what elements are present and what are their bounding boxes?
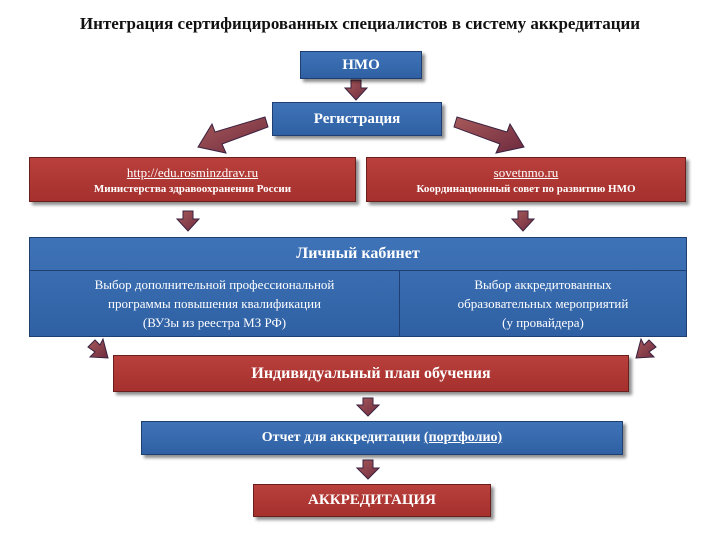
arrow-cabinet-right-to-plan <box>635 337 657 359</box>
report-label: Отчет для аккредитации <box>261 430 424 445</box>
arrow-left-site-to-cabinet <box>175 210 201 232</box>
registration-label: Регистрация <box>313 110 401 127</box>
arrow-plan-to-report <box>355 397 381 417</box>
registration-box: Регистрация <box>272 102 442 136</box>
arrow-registration-to-right-site <box>453 116 525 154</box>
sovetnmo-caption: Координационный совет по развитию НМО <box>416 182 636 195</box>
rosminzdrav-caption: Министерства здравоохранения России <box>93 182 292 195</box>
nmo-label: НМО <box>342 56 380 73</box>
sovetnmo-link[interactable]: sovetnmo.ru <box>493 164 559 180</box>
report-box: Отчет для аккредитации (портфолио) <box>141 421 623 455</box>
portfolio-link[interactable]: (портфолио) <box>423 430 503 445</box>
individual-plan-label: Индивидуальный план обучения <box>251 364 491 382</box>
rosminzdrav-site-box: http://edu.rosminzdrav.ru Министерства з… <box>29 157 356 202</box>
cabinet-left-option: Выбор дополнительной профессиональной пр… <box>30 271 400 336</box>
personal-cabinet-title: Личный кабинет <box>30 238 686 271</box>
nmo-box: НМО <box>300 51 422 79</box>
accreditation-box: АККРЕДИТАЦИЯ <box>253 484 491 517</box>
arrow-nmo-to-registration <box>343 79 369 101</box>
diagram-title: Интеграция сертифицированных специалисто… <box>79 14 641 33</box>
arrow-cabinet-left-to-plan <box>87 337 109 359</box>
cabinet-right-option: Выбор аккредитованных образовательных ме… <box>457 277 629 330</box>
sovetnmo-site-box: sovetnmo.ru Координационный совет по раз… <box>366 157 686 202</box>
individual-plan-box: Индивидуальный план обучения <box>113 355 629 392</box>
accreditation-label: АККРЕДИТАЦИЯ <box>308 492 436 508</box>
rosminzdrav-link[interactable]: http://edu.rosminzdrav.ru <box>126 164 259 180</box>
personal-cabinet-box: Личный кабинет Выбор дополнительной проф… <box>29 237 687 337</box>
arrow-registration-to-left-site <box>197 116 269 154</box>
arrow-report-to-accreditation <box>355 459 381 480</box>
arrow-right-site-to-cabinet <box>510 210 536 232</box>
